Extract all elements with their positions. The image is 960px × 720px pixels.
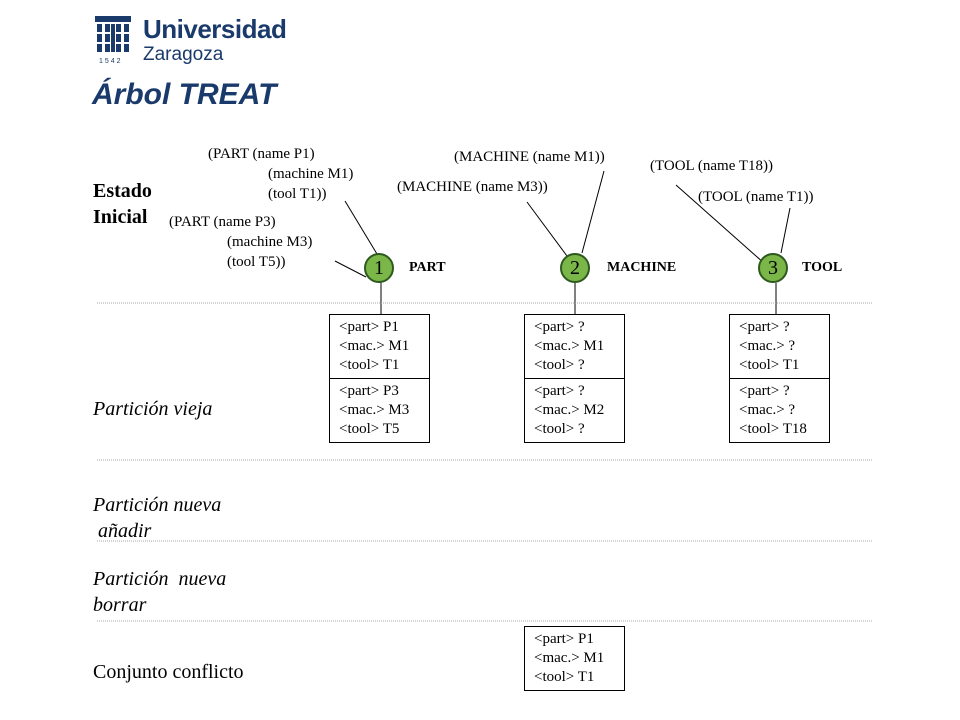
- token-part-field: <part> ?: [739, 383, 790, 399]
- token-mac-field: <mac.> M1: [534, 338, 605, 354]
- particion-nueva-borrar-label: Partición nueva borrar: [93, 566, 226, 618]
- particion-nueva-anadir-label: Partición nueva añadir: [93, 492, 221, 544]
- node-2-number: 2: [570, 257, 580, 279]
- fact-part-p1-line1: (PART (name P1): [208, 146, 315, 162]
- particion-nueva-borrar-line1: Partición nueva: [93, 568, 227, 590]
- particion-nueva-anadir-line2: añadir: [93, 520, 152, 542]
- conflict-set: <part> P1 <mac.> M1 <tool> T1: [524, 626, 625, 691]
- fact-part-p1-line3: (tool T1)): [268, 186, 327, 202]
- conflict-token-1: <part> P1 <mac.> M1 <tool> T1: [525, 627, 624, 690]
- university-logo: 1542 Universidad Zaragoza: [93, 12, 287, 70]
- edge-t18-node3: [675, 184, 766, 265]
- edge-m1-node2: [581, 170, 605, 254]
- edge-m3-node2: [526, 201, 568, 257]
- fact-part-p1: (PART (name P1) (machine M1) (tool T1)): [208, 144, 353, 204]
- memory-machine: <part> ? <mac.> M1 <tool> ? <part> ? <ma…: [524, 314, 625, 443]
- fact-machine-m3: (MACHINE (name M3)): [397, 179, 548, 195]
- fact-part-p3-line3: (tool T5)): [227, 254, 286, 270]
- logo-subname: Zaragoza: [143, 44, 224, 65]
- node-1-circle: [364, 253, 394, 283]
- token-mac-field: <mac.> ?: [739, 338, 796, 354]
- node-3-circle: [758, 253, 788, 283]
- fact-tool-t1: (TOOL (name T1)): [698, 189, 814, 205]
- node-1-label: PART: [409, 260, 446, 275]
- token-mac-field: <mac.> M1: [339, 338, 410, 354]
- logo-name: Universidad: [143, 14, 287, 44]
- token-part-field: <part> ?: [534, 319, 585, 335]
- logo-year: 1542: [99, 58, 123, 65]
- memory-tool: <part> ? <mac.> ? <tool> T1 <part> ? <ma…: [729, 314, 830, 443]
- token-mac-field: <mac.> M2: [534, 402, 605, 418]
- node-2-circle: [560, 253, 590, 283]
- fact-part-p3: (PART (name P3) (machine M3) (tool T5)): [169, 212, 312, 272]
- node-3-number: 3: [768, 257, 778, 279]
- edge-t1-node3: [780, 207, 791, 254]
- token-part-field: <part> P1: [534, 631, 594, 647]
- token-part-field: <part> P1: [339, 319, 399, 335]
- estado-line2: Inicial: [93, 206, 148, 228]
- edge-p1-node1: [344, 200, 378, 255]
- token-mac-field: <mac.> ?: [739, 402, 796, 418]
- token-part-field: <part> ?: [739, 319, 790, 335]
- fact-tool-t18: (TOOL (name T18)): [650, 158, 774, 174]
- token-part-field: <part> P3: [339, 383, 399, 399]
- token-tool-field: <tool> T18: [739, 421, 807, 437]
- estado-inicial-label: Estado Inicial: [93, 178, 152, 230]
- fact-part-p3-line2: (machine M3): [227, 234, 313, 250]
- page-title: Árbol TREAT: [92, 78, 277, 111]
- edge-p3-node1: [334, 260, 367, 278]
- token-tool-field: <tool> T1: [534, 669, 595, 685]
- memory-part-token-1: <part> P1 <mac.> M1 <tool> T1: [330, 315, 429, 378]
- particion-nueva-anadir-line1: Partición nueva: [93, 494, 222, 516]
- token-mac-field: <mac.> M1: [534, 650, 605, 666]
- memory-part-token-2: <part> P3 <mac.> M3 <tool> T5: [330, 378, 429, 442]
- fact-part-p3-line1: (PART (name P3): [169, 214, 276, 230]
- node-3-label: TOOL: [802, 260, 843, 275]
- token-tool-field: <tool> T5: [339, 421, 400, 437]
- conjunto-conflicto-label: Conjunto conflicto: [93, 661, 244, 683]
- token-part-field: <part> ?: [534, 383, 585, 399]
- particion-vieja-label: Partición vieja: [93, 398, 213, 420]
- memory-machine-token-2: <part> ? <mac.> M2 <tool> ?: [525, 378, 624, 442]
- fact-machine-m1: (MACHINE (name M1)): [454, 149, 605, 165]
- token-mac-field: <mac.> M3: [339, 402, 410, 418]
- token-tool-field: <tool> ?: [534, 357, 585, 373]
- estado-line1: Estado: [93, 180, 152, 202]
- particion-nueva-borrar-line2: borrar: [93, 594, 147, 616]
- token-tool-field: <tool> ?: [534, 421, 585, 437]
- token-tool-field: <tool> T1: [339, 357, 400, 373]
- memory-machine-token-1: <part> ? <mac.> M1 <tool> ?: [525, 315, 624, 378]
- node-1-number: 1: [374, 257, 384, 279]
- memory-tool-token-1: <part> ? <mac.> ? <tool> T1: [730, 315, 829, 378]
- fact-part-p1-line2: (machine M1): [268, 166, 354, 182]
- token-tool-field: <tool> T1: [739, 357, 800, 373]
- node-2-label: MACHINE: [607, 260, 677, 275]
- memory-part: <part> P1 <mac.> M1 <tool> T1 <part> P3 …: [329, 314, 430, 443]
- memory-tool-token-2: <part> ? <mac.> ? <tool> T18: [730, 378, 829, 442]
- building-emblem-icon: [95, 16, 131, 52]
